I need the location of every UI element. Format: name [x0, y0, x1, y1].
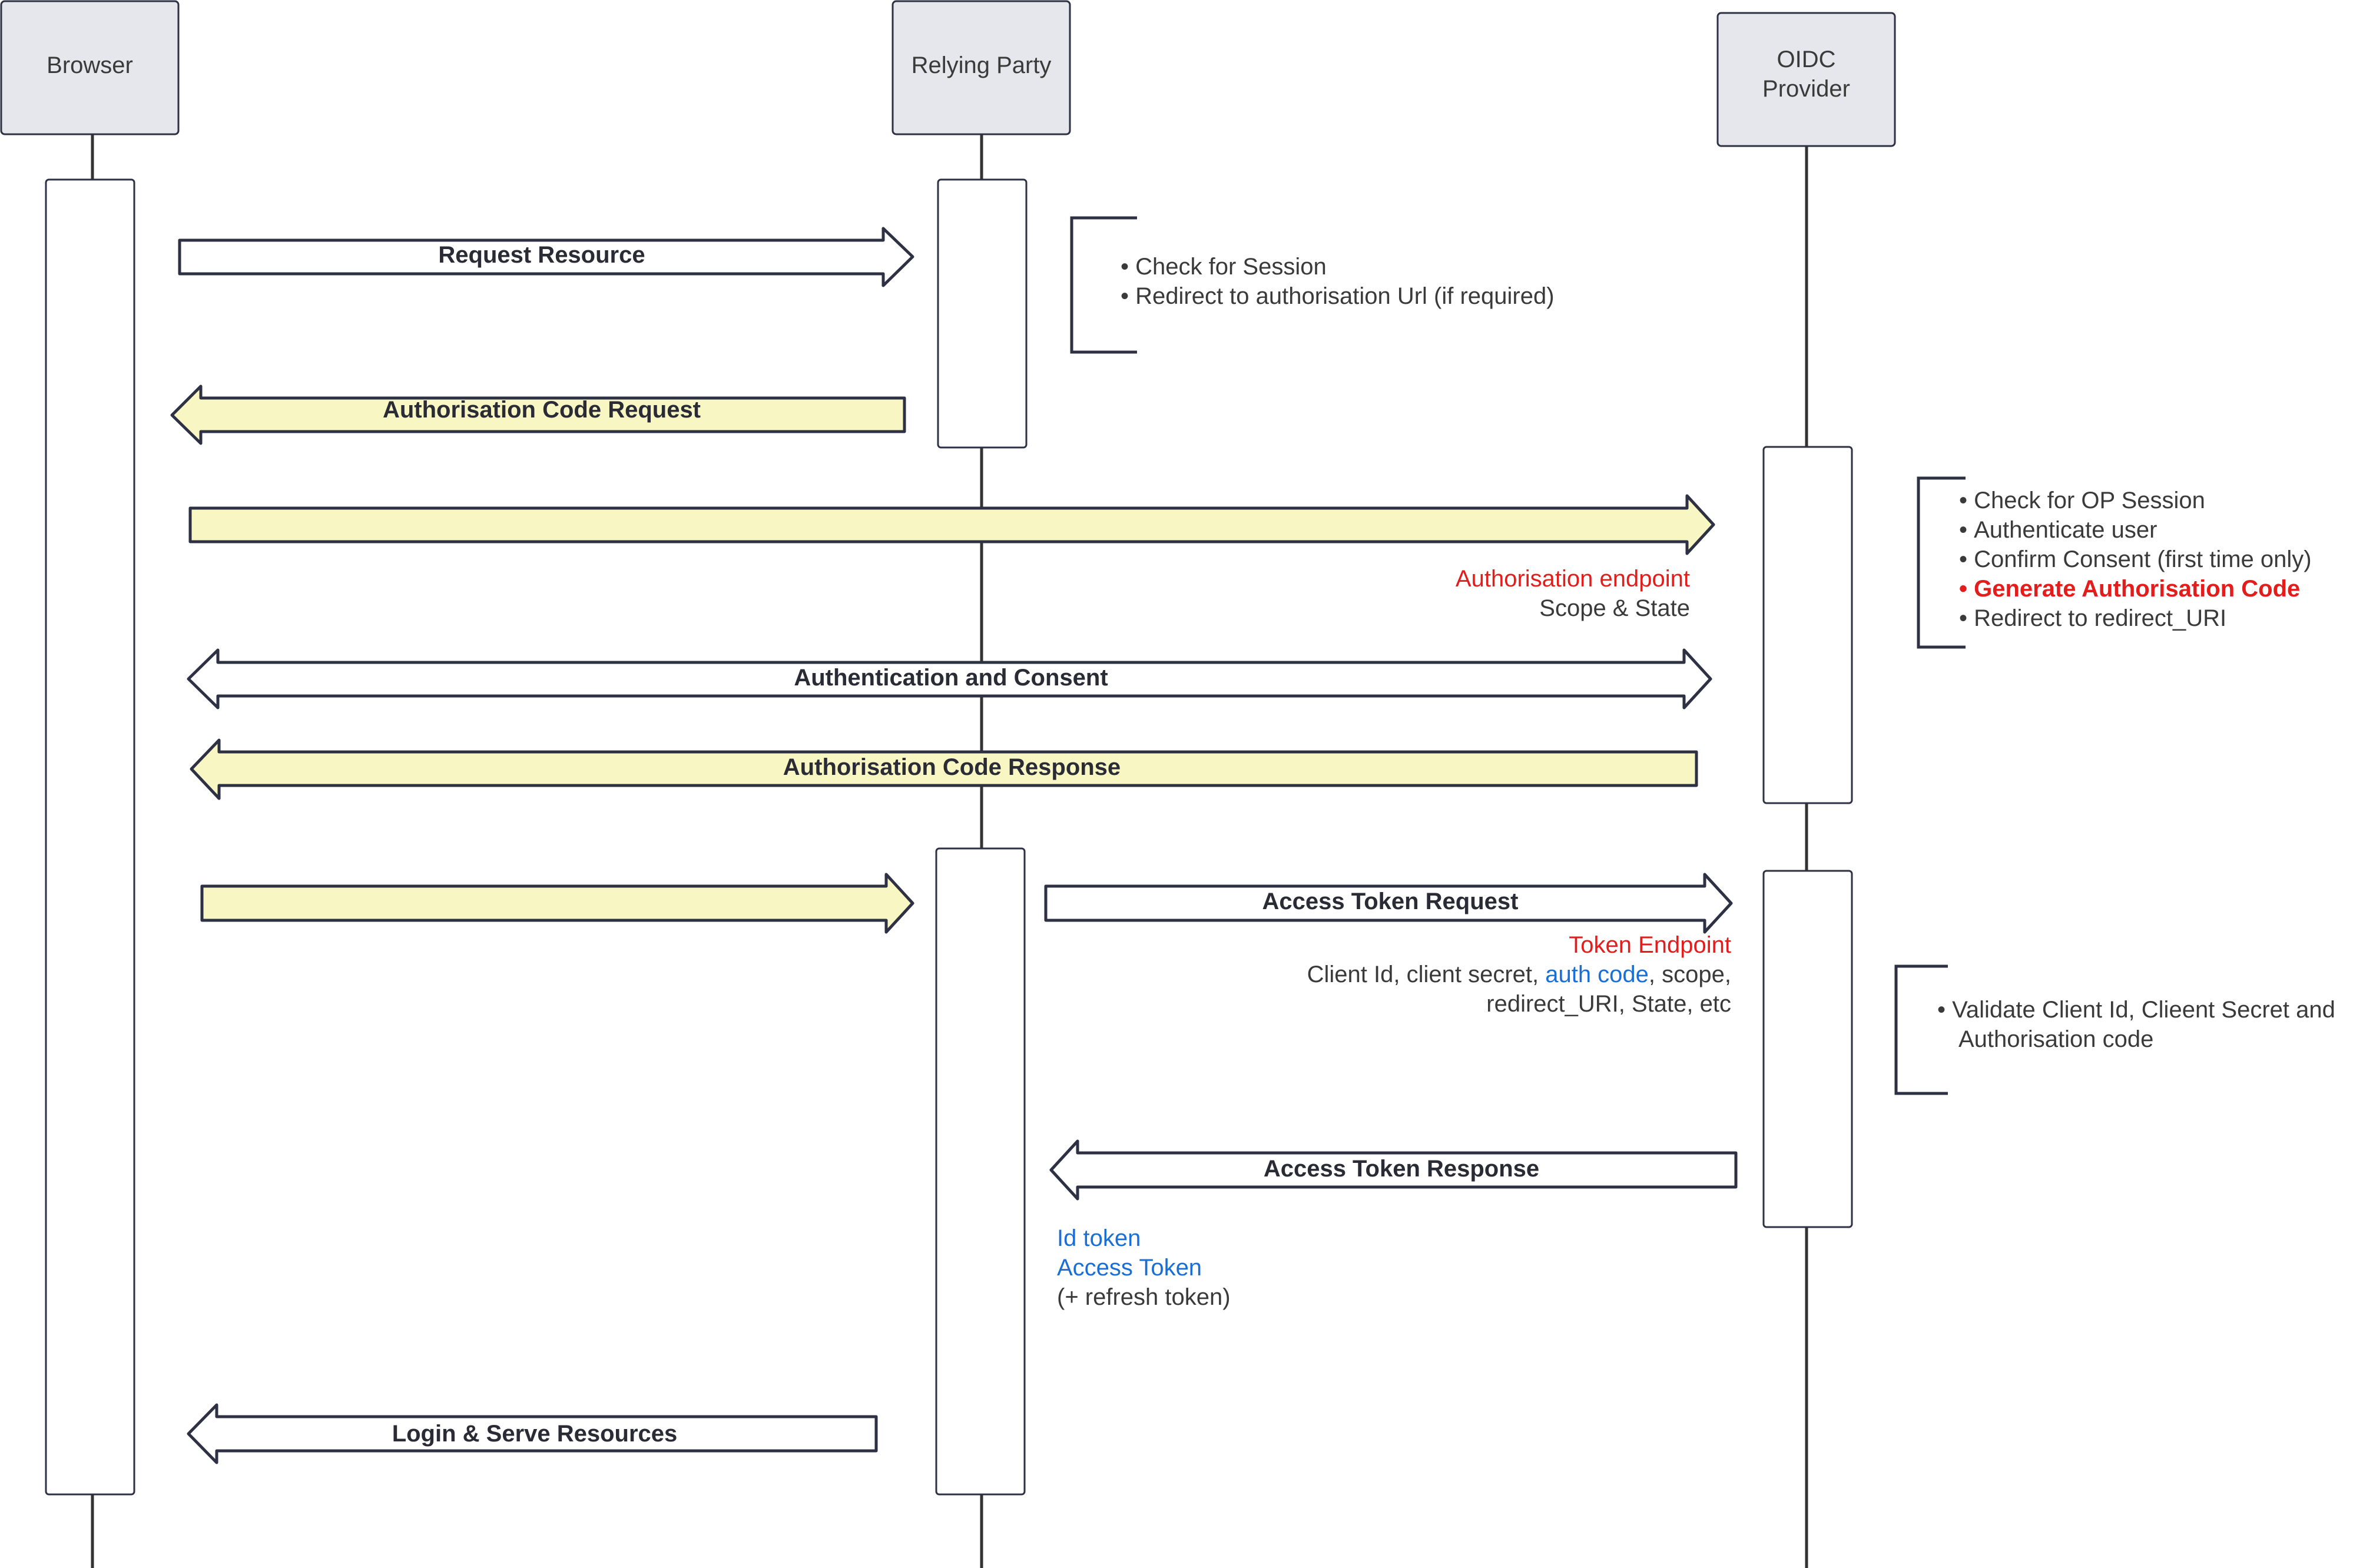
login-serve-arrow	[187, 1403, 878, 1464]
rp-checks-note: Check for Session Redirect to authorisat…	[1121, 252, 1555, 311]
rp-check-session: Check for Session	[1121, 252, 1555, 281]
validate-line2: Authorisation code	[1958, 1026, 2154, 1052]
token-endpoint-annotation: Token Endpoint Client Id, client secret,…	[1201, 930, 1731, 1019]
auth-consent-label: Authentication and Consent	[794, 665, 1108, 691]
access-token-response-label: Access Token Response	[1263, 1156, 1540, 1182]
login-serve-label: Login & Serve Resources	[392, 1421, 678, 1447]
auth-consent-arrow	[187, 648, 1712, 710]
rp-checks-bracket	[1070, 216, 1137, 354]
token-response-annotation: Id token Access Token (+ refresh token)	[1057, 1224, 1231, 1312]
auth-endpoint-text: Authorisation endpoint	[1455, 566, 1690, 592]
request-resource-label: Request Resource	[438, 242, 645, 268]
refresh-token-text: (+ refresh token)	[1057, 1284, 1231, 1310]
op-redirect: Redirect to redirect_URI	[1959, 604, 2312, 633]
oidc-provider-label: OIDC Provider	[1718, 45, 1895, 104]
validate-note: • Validate Client Id, Clieent Secret and…	[1937, 995, 2335, 1054]
validate-bracket	[1894, 964, 1948, 1095]
oidc-provider-activation-1	[1762, 446, 1853, 804]
relying-party-activation-1	[937, 178, 1028, 449]
oidc-provider-label-line1: OIDC	[1777, 47, 1836, 72]
browser-participant-box	[0, 0, 180, 135]
auth-code-response-arrow	[190, 738, 1698, 800]
token-endpoint-text: Token Endpoint	[1569, 932, 1731, 958]
op-checks-bracket	[1917, 476, 1966, 649]
scope-state-text: Scope & State	[1539, 595, 1690, 621]
oidc-provider-activation-2	[1762, 870, 1853, 1228]
auth-code-response-label: Authorisation Code Response	[783, 754, 1121, 780]
browser-label: Browser	[47, 52, 133, 78]
relying-party-participant-box	[891, 0, 1071, 135]
code-to-rp-arrow	[200, 873, 914, 934]
browser-activation	[45, 178, 135, 1496]
oidc-provider-participant-box	[1716, 12, 1896, 147]
request-resource-arrow	[178, 227, 914, 287]
auth-code-request-arrow	[170, 384, 906, 445]
validate-line1: • Validate Client Id, Clieent Secret and	[1937, 997, 2335, 1023]
op-authenticate-user: Authenticate user	[1959, 515, 2312, 545]
access-token-response-arrow	[1049, 1139, 1738, 1201]
op-generate-code: Generate Authorisation Code	[1959, 574, 2312, 604]
access-token-text: Access Token	[1057, 1255, 1202, 1281]
access-token-request-arrow	[1044, 873, 1733, 934]
id-token-text: Id token	[1057, 1225, 1141, 1251]
op-confirm-consent: Confirm Consent (first time only)	[1959, 545, 2311, 574]
relying-party-label: Relying Party	[911, 52, 1052, 78]
rp-check-redirect: Redirect to authorisation Url (if requir…	[1121, 281, 1554, 311]
auth-code-highlight: auth code	[1545, 962, 1649, 987]
auth-code-request-label: Authorisation Code Request	[382, 397, 701, 423]
token-params-line2: redirect_URI, State, etc	[1486, 991, 1731, 1017]
op-checks-note: Check for OP Session Authenticate user C…	[1959, 486, 2312, 633]
token-params-line1: Client Id, client secret, auth code, sco…	[1307, 962, 1731, 987]
oidc-provider-label-line2: Provider	[1762, 76, 1850, 102]
auth-endpoint-annotation: Authorisation endpoint Scope & State	[1237, 564, 1690, 623]
access-token-request-label: Access Token Request	[1262, 889, 1519, 914]
relying-party-activation-2	[935, 847, 1026, 1496]
op-check-session: Check for OP Session	[1959, 486, 2312, 515]
auth-endpoint-arrow	[188, 494, 1715, 555]
